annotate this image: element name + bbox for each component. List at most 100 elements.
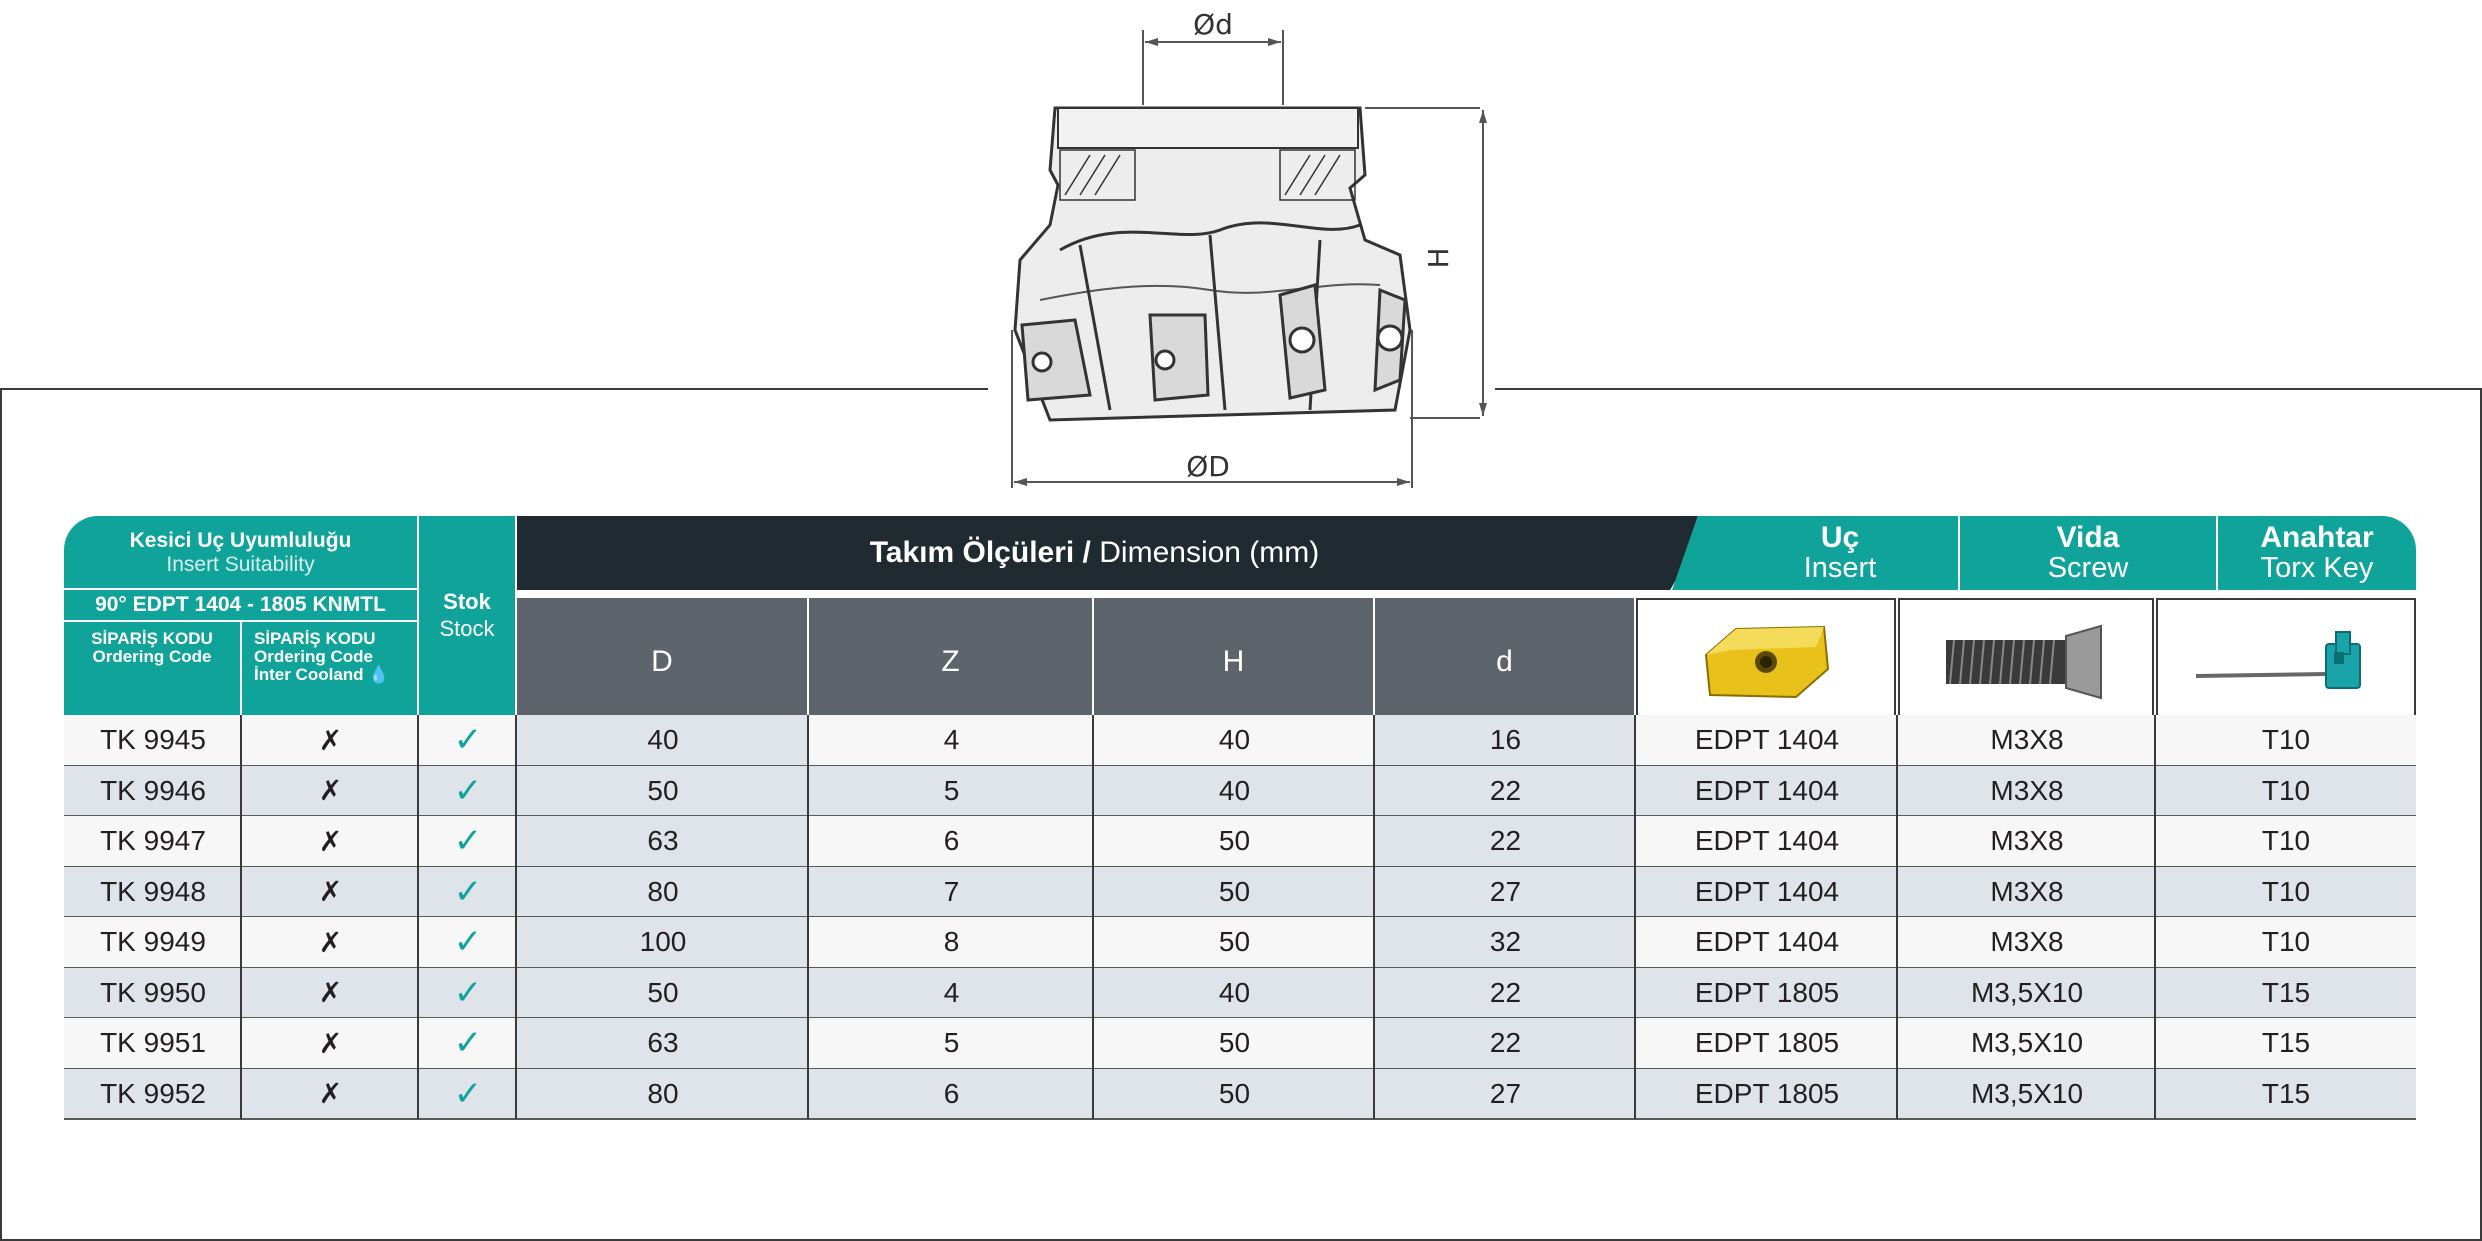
ordering-code-cell: TK 9951	[64, 1018, 242, 1069]
inter-coolant-cell: ✗	[242, 765, 419, 816]
stock-subtitle: Stock	[439, 616, 495, 641]
stock-cell: ✓	[419, 1068, 517, 1119]
torx-key-cell: T10	[2156, 715, 2416, 766]
torx-key-cell: T10	[2156, 765, 2416, 816]
dimension-d-cell: 22	[1375, 765, 1636, 816]
large-diameter-label: ØD	[1186, 450, 1230, 483]
inter-coolant-code-header: SİPARİŞ KODU Ordering Code İnter Cooland…	[242, 622, 417, 726]
stock-cell: ✓	[419, 816, 517, 867]
dimension-d-cell: 22	[1375, 816, 1636, 867]
column-header-d: d	[1375, 598, 1634, 726]
dimension-D-cell: 40	[517, 715, 809, 766]
screw-cell: M3X8	[1898, 715, 2156, 766]
stock-cell: ✓	[419, 967, 517, 1018]
column-divider	[1896, 715, 1898, 1119]
small-diameter-label: Ød	[1193, 8, 1233, 41]
column-divider	[1092, 715, 1094, 1119]
dimension-D-cell: 63	[517, 1018, 809, 1069]
dimension-header: Takım Ölçüleri / Dimension (mm)	[517, 516, 1712, 590]
column-divider	[417, 715, 419, 1119]
inter-coolant-code-subtitle: Ordering Code	[254, 647, 374, 666]
ordering-code-cell: TK 9949	[64, 917, 242, 968]
frame-line	[1495, 388, 2482, 390]
column-divider	[807, 715, 809, 1119]
ordering-code-cell: TK 9946	[64, 765, 242, 816]
ordering-code-subtitle: Ordering Code	[92, 647, 212, 666]
dimension-d-cell: 27	[1375, 866, 1636, 917]
dimension-H-cell: 50	[1094, 917, 1375, 968]
insert-icon	[1704, 625, 1830, 699]
dimension-H-cell: 50	[1094, 816, 1375, 867]
milling-cutter-drawing: Ød H ØD	[1011, 8, 1487, 488]
insert-suitability-title: Kesici Uç Uyumluluğu	[129, 528, 352, 552]
ordering-code-title: SİPARİŞ KODU	[91, 629, 213, 648]
inter-coolant-code-title: SİPARİŞ KODU	[254, 629, 376, 648]
insert-header: Uç Insert	[1672, 516, 1958, 590]
torx-key-icon	[2195, 631, 2361, 689]
dimension-H-cell: 40	[1094, 967, 1375, 1018]
dimension-Z-cell: 8	[809, 917, 1094, 968]
dimension-Z-cell: 4	[809, 715, 1094, 766]
torx-key-title: Anahtar	[2260, 521, 2374, 554]
screw-icon	[1946, 624, 2102, 700]
frame-line	[0, 388, 988, 390]
column-header-D: D	[517, 598, 807, 726]
column-divider	[240, 715, 242, 1119]
insert-cell: EDPT 1404	[1636, 866, 1898, 917]
dimension-d-cell: 22	[1375, 967, 1636, 1018]
dimension-H-cell: 50	[1094, 1068, 1375, 1119]
torx-key-cell: T10	[2156, 866, 2416, 917]
droplet-icon: 💧	[368, 665, 390, 684]
dimension-D-cell: 63	[517, 816, 809, 867]
dimension-d-cell: 22	[1375, 1018, 1636, 1069]
torx-key-header: Anahtar Torx Key	[2218, 516, 2416, 590]
inter-coolant-cell: ✗	[242, 917, 419, 968]
insert-suitability-subtitle: Insert Suitability	[166, 552, 315, 576]
insert-cell: EDPT 1805	[1636, 967, 1898, 1018]
stock-cell: ✓	[419, 765, 517, 816]
row-divider	[64, 1118, 2416, 1120]
dimension-D-cell: 50	[517, 967, 809, 1018]
torx-key-cell: T10	[2156, 917, 2416, 968]
inter-coolant-cell: ✗	[242, 1018, 419, 1069]
insert-cell: EDPT 1404	[1636, 765, 1898, 816]
stock-cell: ✓	[419, 917, 517, 968]
screw-cell: M3X8	[1898, 816, 2156, 867]
torx-key-cell: T15	[2156, 1068, 2416, 1119]
dimension-d-cell: 32	[1375, 917, 1636, 968]
screw-cell: M3,5X10	[1898, 1068, 2156, 1119]
ordering-code-cell: TK 9945	[64, 715, 242, 766]
ordering-code-cell: TK 9952	[64, 1068, 242, 1119]
inter-coolant-cell: ✗	[242, 1068, 419, 1119]
screw-header: Vida Screw	[1960, 516, 2216, 590]
dimension-D-cell: 80	[517, 866, 809, 917]
dimension-Z-cell: 5	[809, 765, 1094, 816]
frame-line	[0, 388, 2, 1241]
height-label: H	[1422, 247, 1455, 268]
inter-coolant-label: İnter Cooland 💧	[254, 665, 390, 684]
dimension-d-cell: 16	[1375, 715, 1636, 766]
dimension-Z-cell: 4	[809, 967, 1094, 1018]
screw-cell: M3X8	[1898, 917, 2156, 968]
frame-line	[2480, 388, 2482, 1241]
dimension-D-cell: 50	[517, 765, 809, 816]
screw-subtitle: Screw	[2047, 552, 2129, 584]
column-divider	[1373, 715, 1375, 1119]
dimension-H-cell: 50	[1094, 1018, 1375, 1069]
torx-key-cell: T15	[2156, 1018, 2416, 1069]
dimension-title: Takım Ölçüleri /	[869, 536, 1091, 569]
inter-coolant-cell: ✗	[242, 816, 419, 867]
ordering-code-header: SİPARİŞ KODU Ordering Code	[64, 622, 240, 726]
stock-cell: ✓	[419, 1018, 517, 1069]
dimension-D-cell: 100	[517, 917, 809, 968]
dimension-D-cell: 80	[517, 1068, 809, 1119]
dimension-Z-cell: 6	[809, 816, 1094, 867]
screw-cell: M3X8	[1898, 866, 2156, 917]
column-divider	[515, 715, 517, 1119]
ordering-code-cell: TK 9948	[64, 866, 242, 917]
insert-image	[1636, 598, 1896, 726]
insert-cell: EDPT 1404	[1636, 715, 1898, 766]
stock-cell: ✓	[419, 715, 517, 766]
stock-cell: ✓	[419, 866, 517, 917]
screw-cell: M3,5X10	[1898, 1018, 2156, 1069]
